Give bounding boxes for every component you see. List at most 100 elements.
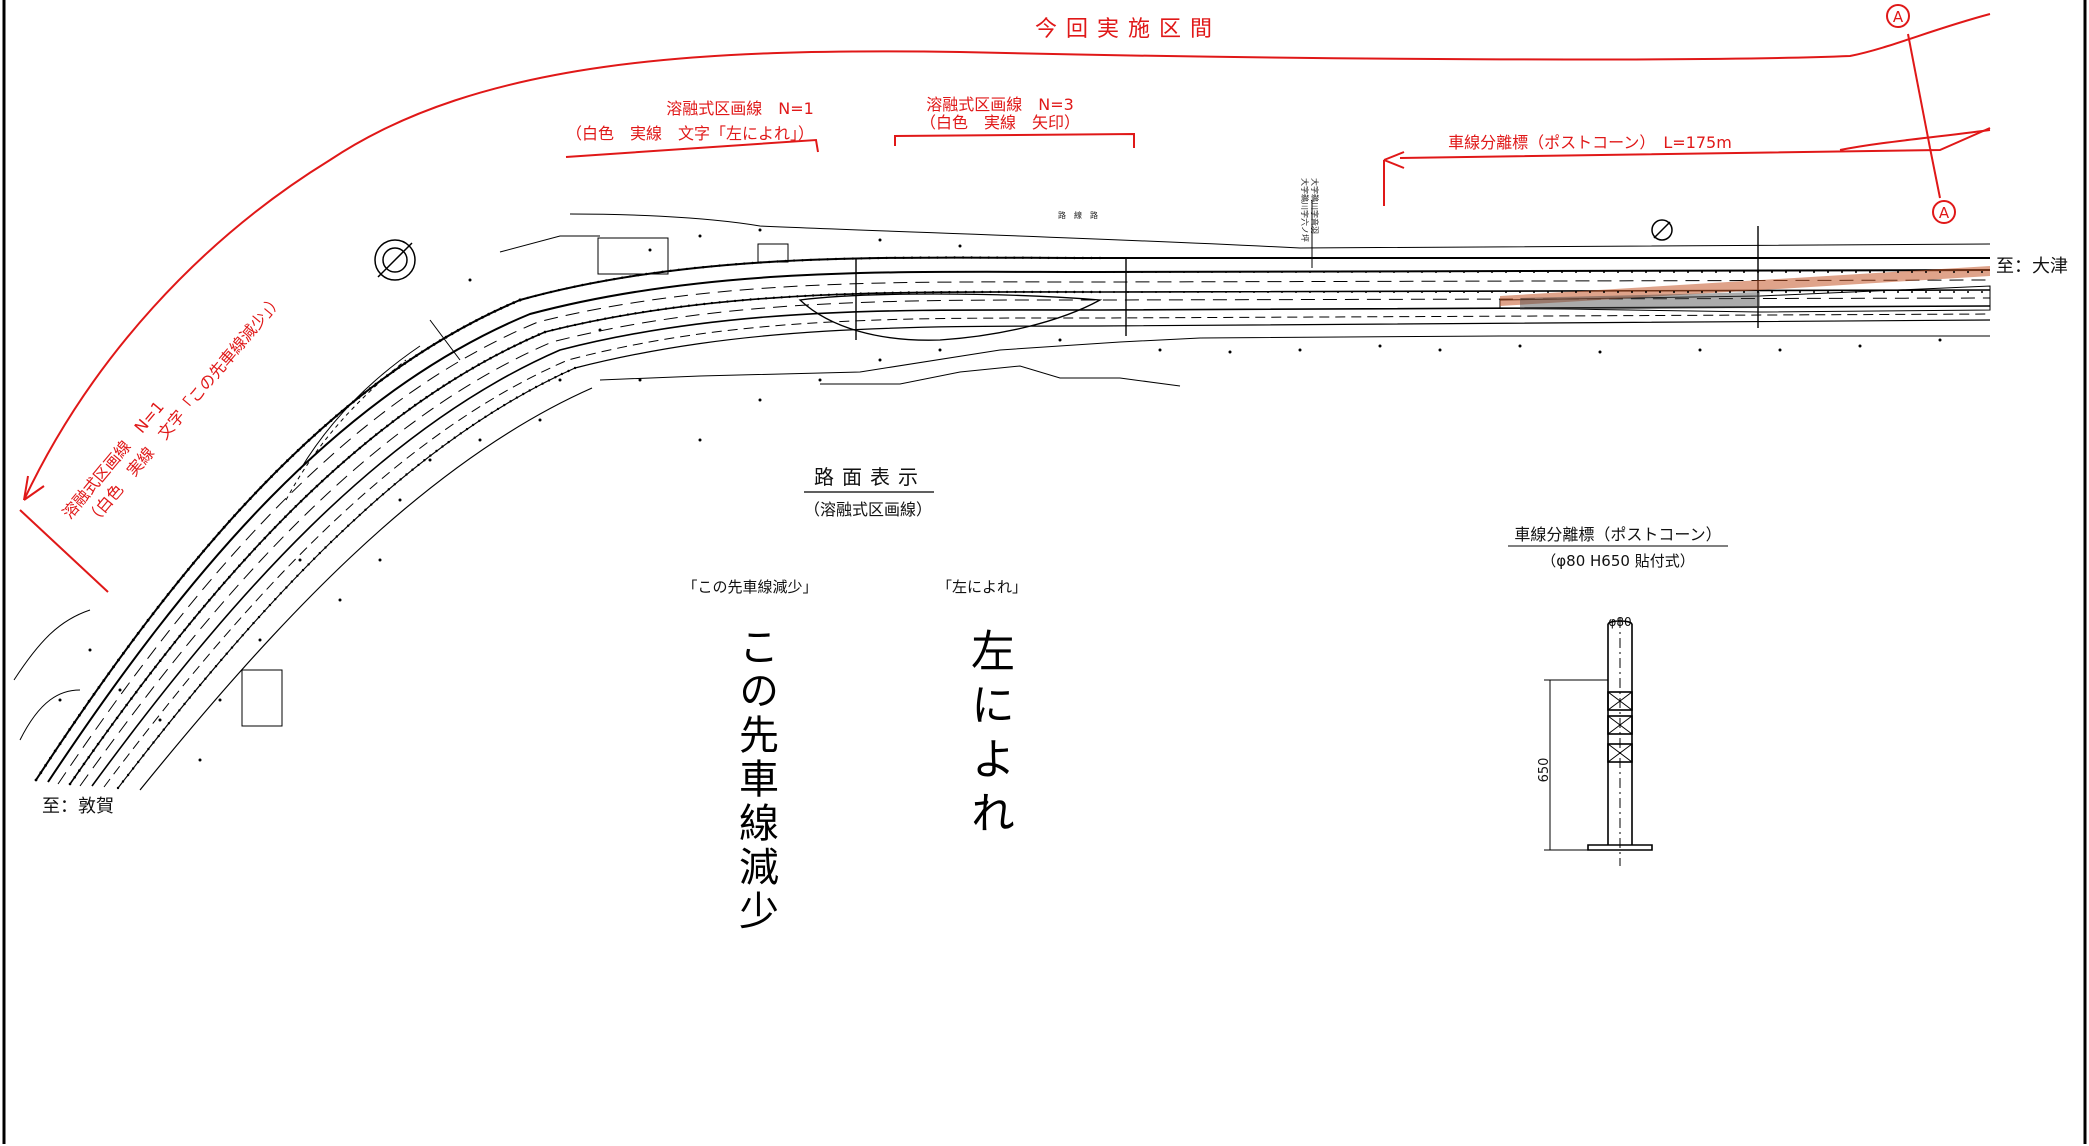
survey-dot xyxy=(573,366,577,370)
spot-height xyxy=(478,438,482,442)
survey-dot xyxy=(438,339,442,343)
road-marking-title: 路面表示 xyxy=(814,465,926,489)
survey-dot xyxy=(115,716,119,720)
survey-dot xyxy=(1337,271,1339,273)
survey-dot xyxy=(1757,257,1759,259)
survey-dot xyxy=(324,546,327,549)
survey-dot xyxy=(972,290,976,294)
survey-dot xyxy=(759,261,763,264)
survey-dot xyxy=(1267,291,1269,293)
survey-dot xyxy=(481,315,484,319)
survey-dot xyxy=(178,709,181,712)
survey-dot xyxy=(1047,256,1050,260)
survey-dot xyxy=(940,291,943,294)
survey-dot xyxy=(241,634,244,637)
compass-mark-west xyxy=(374,239,416,281)
survey-dot xyxy=(53,749,57,753)
survey-dot xyxy=(1603,291,1605,293)
survey-dot xyxy=(111,723,114,726)
survey-dot xyxy=(588,320,592,323)
survey-dot xyxy=(73,720,76,724)
survey-dot xyxy=(1659,291,1661,293)
survey-dot xyxy=(1729,271,1731,273)
survey-dot xyxy=(336,465,340,468)
survey-dot xyxy=(1393,271,1395,273)
caption-right: 「左によれ」 xyxy=(937,578,1027,596)
survey-dot xyxy=(811,294,815,297)
survey-dot xyxy=(238,508,242,512)
survey-dot xyxy=(120,710,124,713)
survey-dot xyxy=(301,568,305,572)
survey-dot xyxy=(1031,290,1034,294)
survey-dot xyxy=(126,645,130,648)
survey-dot xyxy=(154,665,157,669)
survey-dot xyxy=(560,372,564,376)
survey-dot xyxy=(487,312,491,316)
callout-n3-line2: （白色 実線 矢印） xyxy=(920,113,1080,132)
survey-dot xyxy=(318,428,322,432)
survey-dot xyxy=(566,325,569,328)
survey-dot xyxy=(764,297,768,300)
survey-dot xyxy=(1617,271,1619,273)
survey-dot xyxy=(819,293,823,297)
survey-dot xyxy=(1757,271,1759,273)
survey-dot xyxy=(1547,271,1549,273)
survey-dot xyxy=(1309,291,1311,293)
survey-dot xyxy=(626,313,630,316)
survey-dot xyxy=(1715,257,1717,259)
survey-dot xyxy=(1589,291,1591,293)
survey-dot xyxy=(1169,291,1171,293)
survey-dot xyxy=(192,561,195,565)
survey-dot xyxy=(131,638,135,642)
survey-dot xyxy=(78,769,81,772)
survey-dot xyxy=(1687,271,1689,273)
survey-dot xyxy=(405,473,408,476)
survey-dot xyxy=(1897,271,1899,273)
survey-dot xyxy=(391,370,395,373)
survey-dot xyxy=(1645,257,1647,259)
survey-dot xyxy=(176,580,180,584)
survey-dot xyxy=(324,424,327,427)
survey-dot xyxy=(399,478,402,481)
survey-dot xyxy=(380,378,383,382)
survey-dot xyxy=(1981,257,1983,259)
survey-dot xyxy=(496,407,500,411)
survey-dot xyxy=(280,464,284,468)
survey-dot xyxy=(357,396,361,399)
survey-dot xyxy=(1351,291,1353,293)
survey-dot xyxy=(1351,257,1353,259)
survey-dot xyxy=(1056,290,1059,294)
survey-dot xyxy=(1645,271,1647,273)
spot-height xyxy=(1228,350,1232,354)
survey-dot xyxy=(385,374,389,378)
survey-dot xyxy=(834,257,838,261)
survey-dot xyxy=(450,332,454,336)
survey-dot xyxy=(252,621,255,625)
survey-dot xyxy=(1421,271,1423,273)
survey-dot xyxy=(1575,291,1577,293)
survey-dot xyxy=(320,479,324,483)
survey-dot xyxy=(989,290,992,294)
survey-dot xyxy=(1953,271,1955,273)
survey-dot xyxy=(92,692,96,696)
survey-dot xyxy=(1911,291,1913,293)
survey-dot xyxy=(227,520,231,523)
survey-dot xyxy=(471,423,475,427)
survey-dot xyxy=(1827,291,1829,293)
survey-dot xyxy=(827,293,831,296)
survey-dot xyxy=(352,519,356,522)
survey-dot xyxy=(826,258,829,261)
survey-dot xyxy=(73,776,76,779)
survey-dot xyxy=(1365,271,1367,273)
survey-dot xyxy=(1659,257,1661,259)
survey-dot xyxy=(426,346,430,350)
survey-dot xyxy=(411,468,414,471)
spot-height xyxy=(518,298,522,302)
survey-dot xyxy=(233,570,236,573)
survey-dot xyxy=(1603,271,1605,273)
survey-dot xyxy=(1981,291,1983,293)
spot-height xyxy=(698,234,702,238)
survey-dot xyxy=(1533,271,1535,273)
survey-dot xyxy=(1379,257,1381,259)
section-label: 今回実施区間 xyxy=(1035,17,1221,42)
